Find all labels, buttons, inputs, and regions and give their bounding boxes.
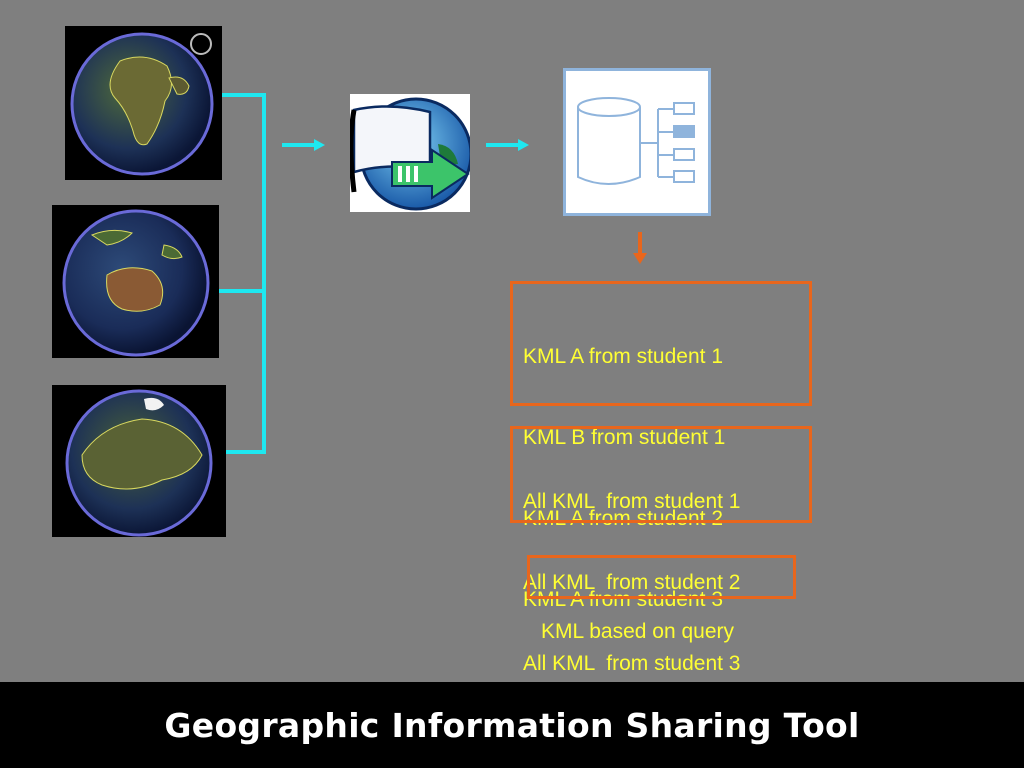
database-icon (577, 97, 695, 185)
result-line: All KML from student 3 (523, 652, 741, 675)
upload-globe-icon (350, 97, 470, 211)
result-line: KML A from student 1 (523, 345, 723, 368)
result-line: All KML from student 1 (523, 490, 741, 513)
query-results-box: KML based on query (527, 555, 796, 643)
result-line: KML based on query (541, 620, 735, 643)
globe-icon (65, 389, 213, 537)
footer-bar: Geographic Information Sharing Tool (0, 682, 1024, 768)
arrow-to-database-head (518, 139, 529, 151)
database-panel (563, 68, 711, 216)
result-line: KML A from student 3 (523, 588, 723, 611)
globe-icon (62, 209, 210, 357)
per-student-results-box: All KML from student 1 All KML from stud… (510, 426, 812, 675)
result-line: All KML from student 2 (523, 571, 741, 594)
result-line: KML A from student 2 (523, 507, 723, 530)
globe-africa-thumbnail (65, 26, 222, 180)
globe-icon (70, 32, 214, 176)
arrow-to-results-head (633, 253, 647, 264)
result-line: KML B from student 1 (523, 426, 726, 449)
globe-north-pole-thumbnail (52, 385, 226, 537)
arrow-to-uploader-head (314, 139, 325, 151)
per-file-results-box: KML A from student 1 KML B from student … (510, 281, 812, 611)
globe-australia-thumbnail (52, 205, 219, 358)
upload-tool (350, 94, 470, 212)
slide-title: Geographic Information Sharing Tool (164, 705, 860, 745)
